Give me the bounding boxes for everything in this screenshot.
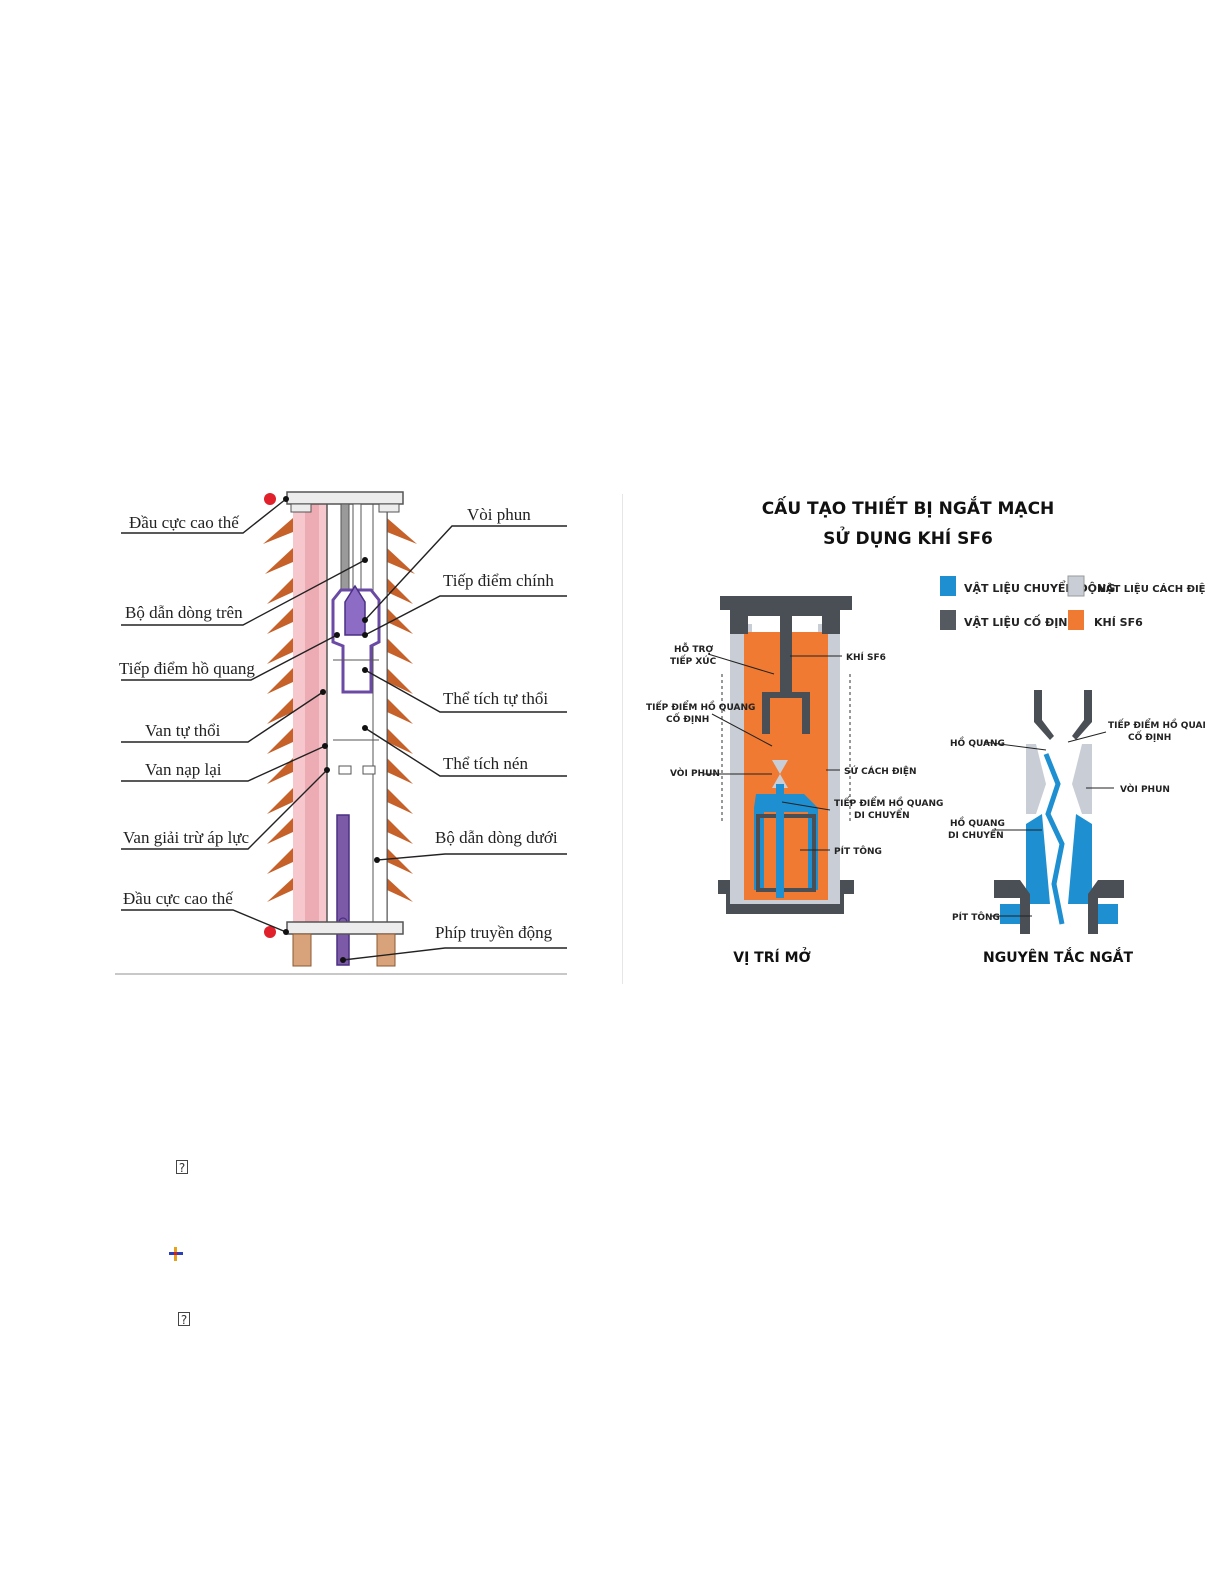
label-van-nap-lai: Van nạp lại bbox=[145, 760, 222, 779]
label-ho-tro-tiep-xuc-1: HỖ TRỢ bbox=[674, 642, 713, 655]
label-the-tich-nen: Thể tích nén bbox=[443, 754, 528, 773]
missing-glyph-icon: ? bbox=[178, 1312, 190, 1327]
label-su-cach-dien: SỨ CÁCH ĐIỆN bbox=[844, 765, 917, 777]
caption-open-position: VỊ TRÍ MỞ bbox=[733, 947, 811, 966]
label-pit-tong-principle: PÍT TÔNG bbox=[952, 911, 1000, 923]
label-dau-cuc-cao-the-bottom: Đầu cực cao thế bbox=[123, 889, 233, 908]
legend-swatch-sf6 bbox=[1068, 610, 1084, 630]
leader-lines bbox=[121, 498, 567, 961]
leader-dots bbox=[283, 496, 380, 963]
label-bo-dan-dong-tren: Bộ dẫn dòng trên bbox=[125, 603, 243, 622]
bottom-terminal-dot bbox=[264, 926, 276, 938]
drive-rod bbox=[336, 814, 350, 966]
top-flange bbox=[286, 491, 404, 505]
principle-leader-lines bbox=[983, 731, 1114, 917]
diagram-title-line-1: CẤU TẠO THIẾT BỊ NGẮT MẠCH bbox=[762, 495, 1055, 519]
label-tiep-diem-co-dinh-2: CỐ ĐỊNH bbox=[666, 712, 709, 725]
legend-label-fixed: VẬT LIỆU CỐ ĐỊNH bbox=[964, 614, 1077, 629]
legend-label-insulating: VẬT LIỆU CÁCH ĐIỆN bbox=[1098, 582, 1205, 595]
label-tiep-diem-ho-quang-co-dinh-1: TIẾP ĐIỂM HỒ QUANG bbox=[1108, 718, 1205, 731]
label-tiep-diem-di-chuyen-2: DI CHUYỂN bbox=[854, 808, 910, 821]
label-voi-phun: Vòi phun bbox=[467, 505, 531, 524]
label-dau-cuc-cao-the-top: Đầu cực cao thế bbox=[129, 513, 239, 532]
breaker-cross-section-diagram: Đầu cực cao thế Bộ dẫn dòng trên Tiếp đi… bbox=[115, 470, 567, 988]
label-voi-phun-principle: VÒI PHUN bbox=[1120, 783, 1170, 795]
label-khi-sf6: KHÍ SF6 bbox=[846, 651, 886, 663]
label-van-tu-thoi: Van tự thổi bbox=[145, 721, 221, 740]
sf6-breaker-svg: CẤU TẠO THIẾT BỊ NGẮT MẠCH SỬ DỤNG KHÍ S… bbox=[621, 494, 1217, 984]
label-bo-dan-dong-duoi: Bộ dẫn dòng dưới bbox=[435, 828, 558, 847]
legend-swatch-insulating bbox=[1067, 575, 1085, 597]
label-tiep-diem-ho-quang-co-dinh-2: CỐ ĐỊNH bbox=[1128, 730, 1171, 743]
label-tiep-diem-di-chuyen-1: TIẾP ĐIỂM HỒ QUANG bbox=[834, 796, 943, 809]
label-ho-tro-tiep-xuc-2: TIẾP XÚC bbox=[670, 654, 717, 667]
label-ho-quang-di-chuyen-2: DI CHUYỂN bbox=[948, 828, 1004, 841]
legend-swatch-moving bbox=[940, 576, 956, 596]
legend: VẬT LIỆU CHUYỂN ĐỘNG VẬT LIỆU CÁCH ĐIỆN … bbox=[940, 575, 1214, 630]
legend-label-moving: VẬT LIỆU CHUYỂN ĐỘNG bbox=[964, 580, 1115, 595]
bottom-flange bbox=[286, 921, 404, 935]
cross-bullet-icon bbox=[168, 1246, 184, 1262]
missing-glyph-icon: ? bbox=[176, 1160, 188, 1175]
sf6-breaker-structure-diagram: CẤU TẠO THIẾT BỊ NGẮT MẠCH SỬ DỤNG KHÍ S… bbox=[621, 484, 1217, 984]
insulator-sheds-right bbox=[387, 518, 417, 902]
label-pit-tong-open: PÍT TÔNG bbox=[834, 845, 882, 857]
open-position-drawing bbox=[718, 596, 854, 914]
diagram-title-line-2: SỬ DỤNG KHÍ SF6 bbox=[823, 525, 993, 549]
interruption-principle-drawing bbox=[994, 690, 1124, 934]
label-phip-truyen-dong: Phíp truyền động bbox=[435, 923, 553, 942]
label-tiep-diem-co-dinh-1: TIẾP ĐIỂM HỒ QUANG bbox=[646, 700, 755, 713]
label-tiep-diem-chinh: Tiếp điểm chính bbox=[443, 571, 554, 590]
top-terminal-dot bbox=[264, 493, 276, 505]
legend-label-sf6: KHÍ SF6 bbox=[1094, 616, 1143, 629]
insulator-sheds-left bbox=[263, 518, 293, 902]
open-leader-lines bbox=[704, 653, 842, 851]
label-ho-quang: HỒ QUANG bbox=[950, 736, 1005, 749]
breaker-cross-section-svg: Đầu cực cao thế Bộ dẫn dòng trên Tiếp đi… bbox=[115, 470, 567, 988]
legend-swatch-fixed bbox=[940, 610, 956, 630]
caption-interruption-principle: NGUYÊN TẮC NGẮT bbox=[983, 947, 1133, 966]
label-tiep-diem-ho-quang: Tiếp điểm hồ quang bbox=[119, 659, 255, 678]
label-voi-phun-open: VÒI PHUN bbox=[670, 767, 720, 779]
label-the-tich-tu-thoi: Thể tích tự thổi bbox=[443, 689, 548, 708]
label-ho-quang-di-chuyen-1: HỒ QUANG bbox=[950, 816, 1005, 829]
label-van-giai-tru-ap-luc: Van giải trừ áp lực bbox=[123, 828, 250, 847]
